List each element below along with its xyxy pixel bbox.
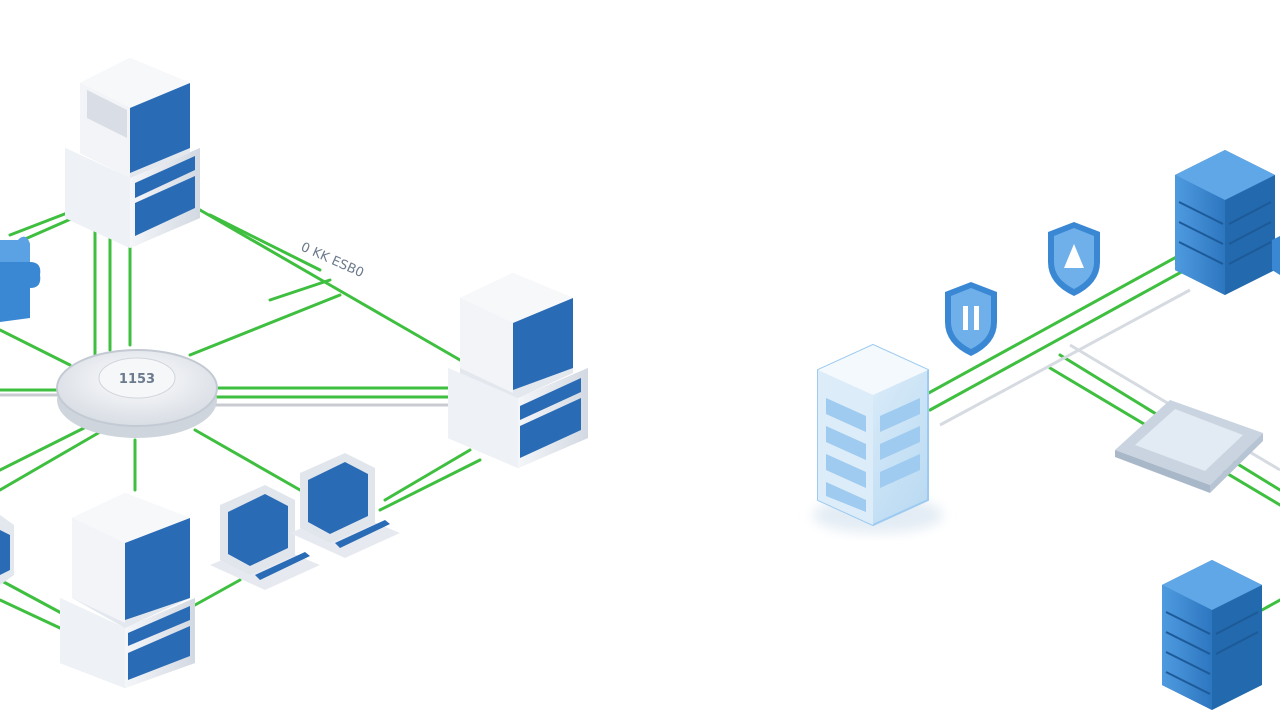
left-links-grey (0, 393, 455, 407)
server-rack-icon (1272, 236, 1280, 275)
server-rack-icon (1175, 150, 1275, 295)
laptop-icon (290, 453, 400, 558)
puzzle-icon (0, 236, 41, 322)
switch-icon (1115, 400, 1263, 493)
workstation-icon (65, 58, 200, 248)
shield-icon (945, 282, 997, 356)
workstation-icon (0, 515, 14, 585)
workstation-icon (60, 493, 195, 688)
link-label: 0 KK ESB0 (298, 240, 366, 281)
server-rack-icon (813, 343, 943, 533)
hub-icon: 1153 (56, 349, 218, 438)
shield-icon (1048, 222, 1100, 296)
server-rack-icon (1162, 560, 1262, 710)
hub-label: 1153 (119, 372, 155, 387)
workstation-icon (448, 273, 588, 468)
left-links (0, 208, 482, 630)
laptop-icon (210, 485, 320, 590)
